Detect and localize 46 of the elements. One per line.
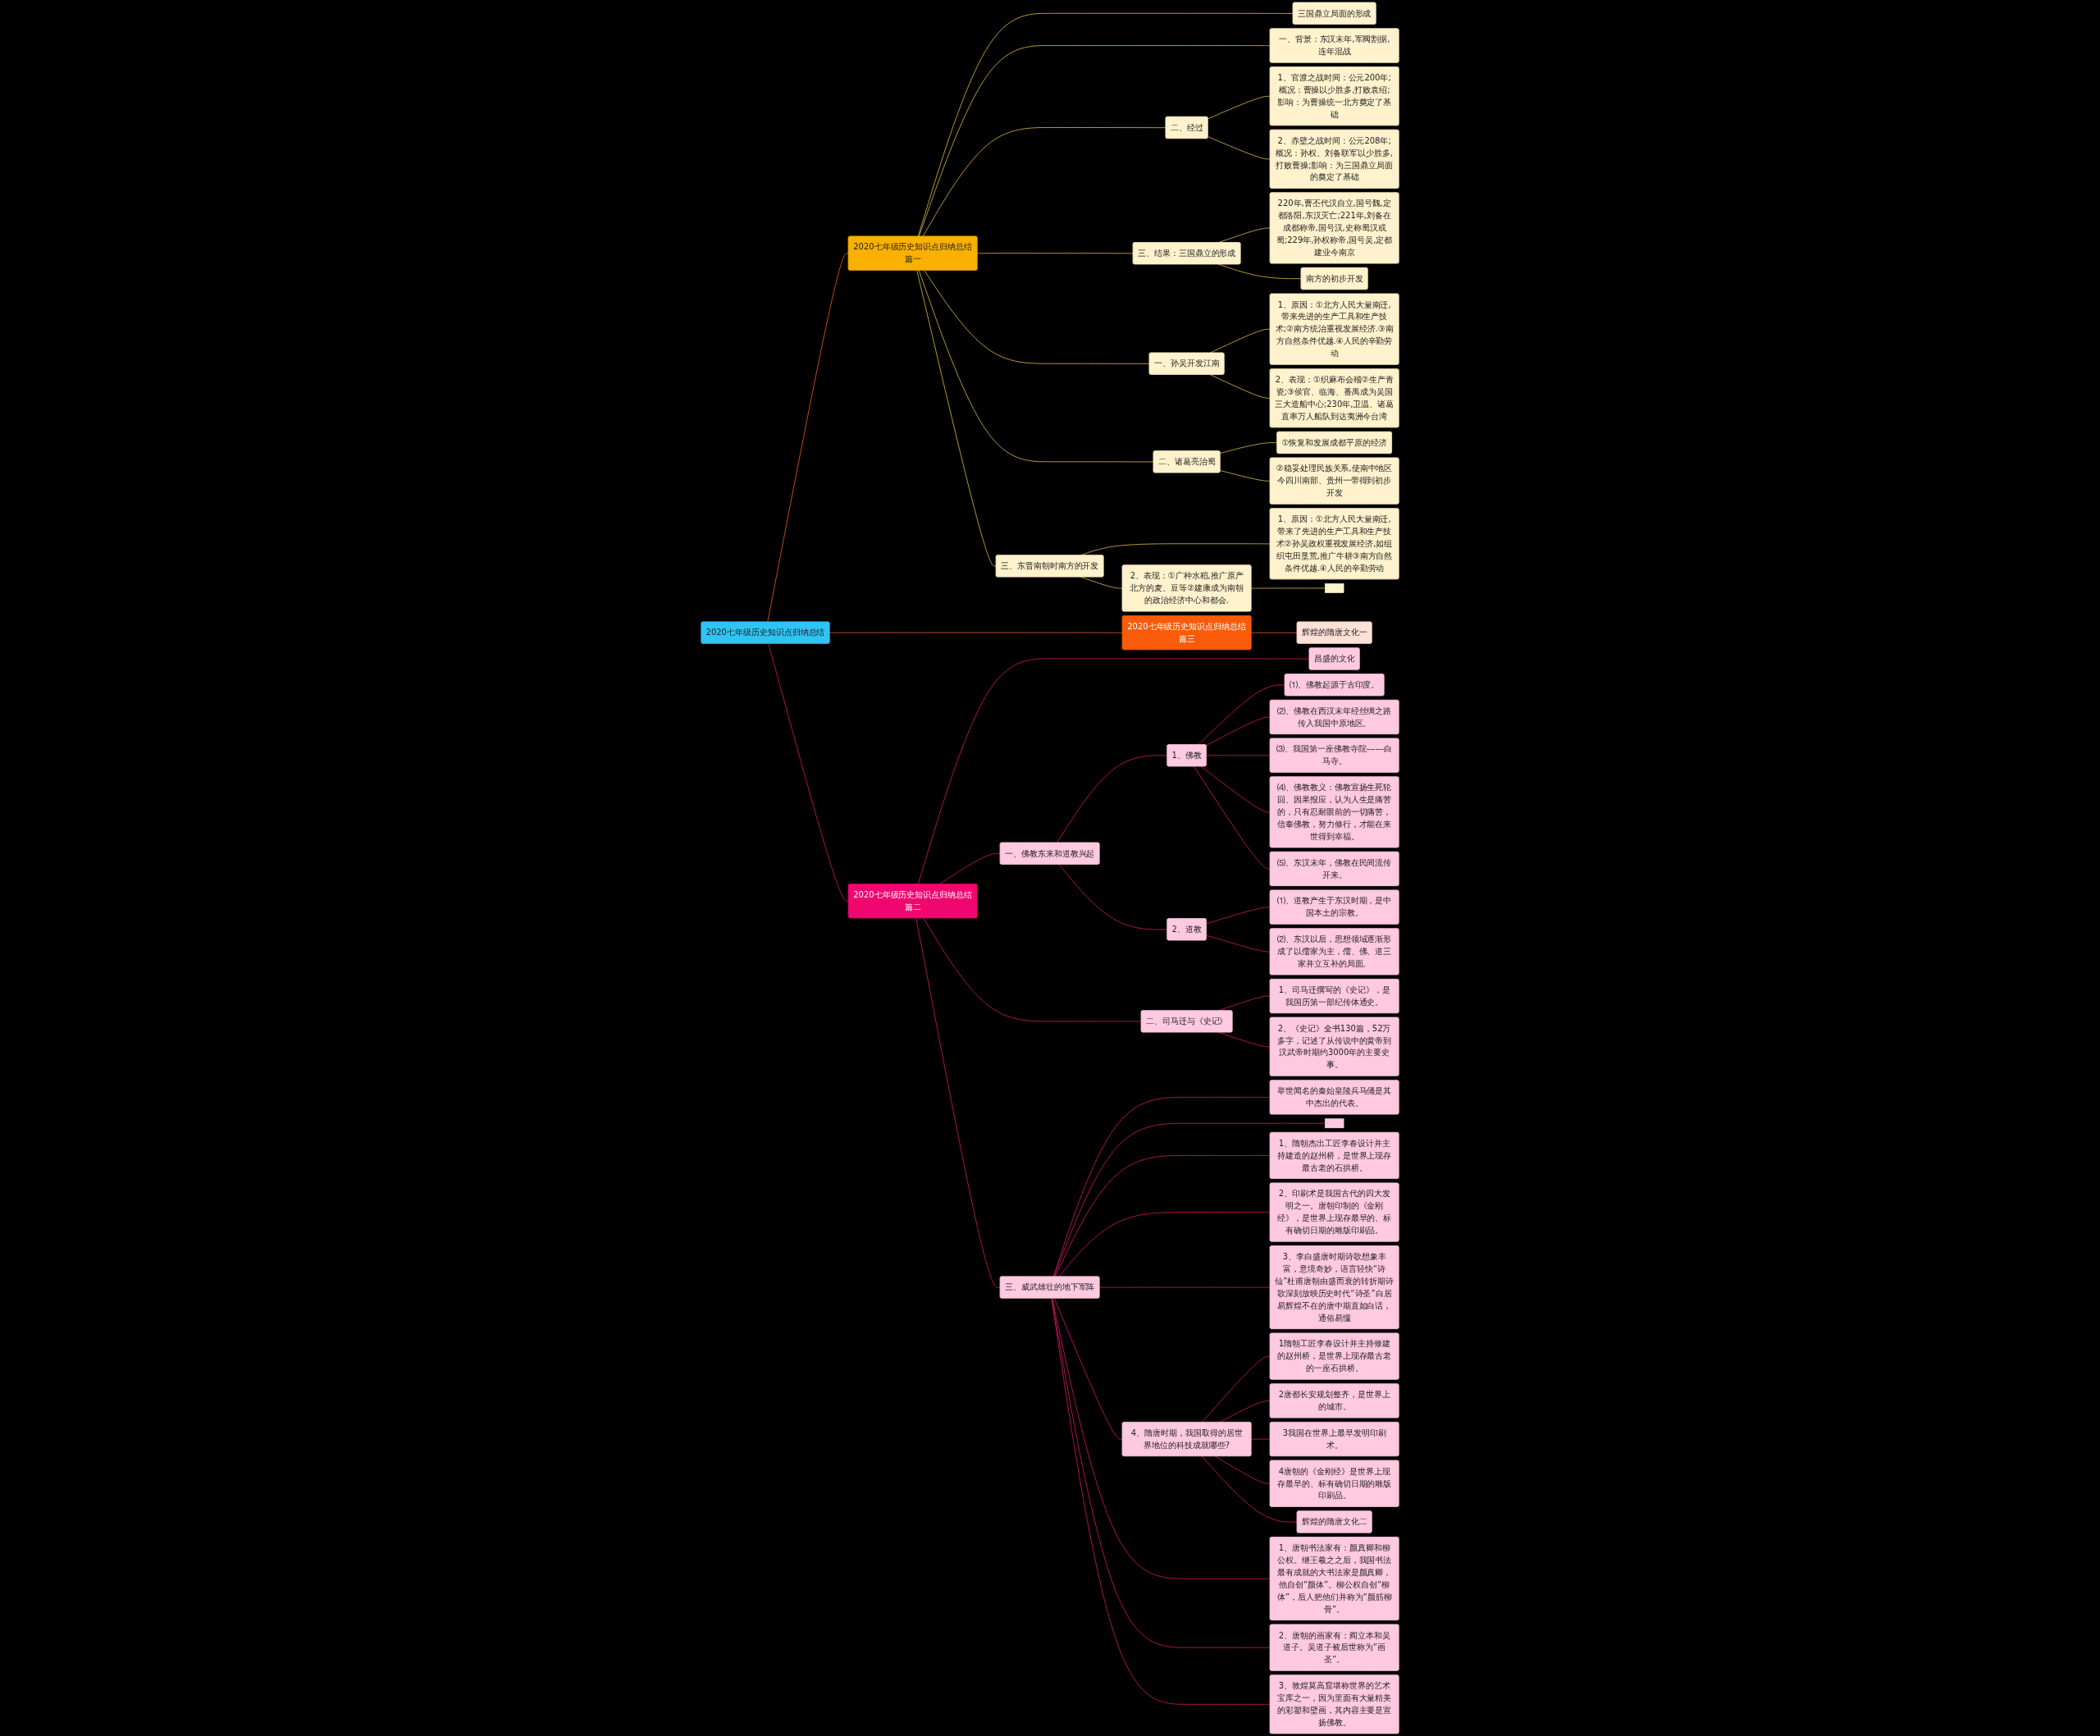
connector: [768, 643, 849, 902]
connector: [1220, 470, 1271, 482]
node-box: [1324, 1118, 1344, 1129]
connector: [1054, 1155, 1271, 1277]
connector: [922, 127, 1166, 237]
connector: [1058, 864, 1168, 930]
connector: [1053, 1122, 1326, 1277]
connector: [924, 270, 1150, 364]
connector: [1206, 755, 1271, 756]
connector: [918, 45, 1271, 237]
connector: [938, 853, 1001, 885]
connector: [1201, 1455, 1298, 1523]
connector: [1250, 632, 1298, 633]
connector: [1194, 765, 1271, 870]
connector: [1250, 1438, 1271, 1440]
connector: [1052, 1298, 1271, 1579]
connector: [1219, 1400, 1271, 1423]
connector: [916, 270, 997, 567]
connector: [1208, 95, 1271, 120]
connector: [1056, 755, 1168, 843]
connector: [1198, 684, 1285, 746]
connector: [923, 917, 1142, 1022]
connector: [1209, 374, 1271, 399]
node-box: [1324, 583, 1344, 593]
connector: [915, 917, 1001, 1288]
connector: [1209, 328, 1271, 354]
connector: [1206, 907, 1271, 925]
connector: [767, 253, 849, 623]
connector: [977, 253, 1134, 254]
connector: [917, 12, 1294, 237]
connector: [1214, 1455, 1271, 1484]
connector: [1053, 1298, 1123, 1440]
connector: [918, 270, 1154, 463]
connector: [1218, 263, 1302, 280]
connector: [1098, 1286, 1271, 1288]
connector: [1206, 716, 1271, 747]
connector: [1200, 765, 1271, 813]
connector: [1058, 1212, 1271, 1277]
connector: [1208, 136, 1271, 160]
connector: [1220, 442, 1278, 454]
connector: [1250, 587, 1326, 589]
connector: [1201, 1355, 1271, 1423]
connector: [1206, 934, 1271, 953]
connector: [1052, 1097, 1271, 1277]
connector: [917, 658, 1310, 885]
connector: [829, 632, 1123, 633]
